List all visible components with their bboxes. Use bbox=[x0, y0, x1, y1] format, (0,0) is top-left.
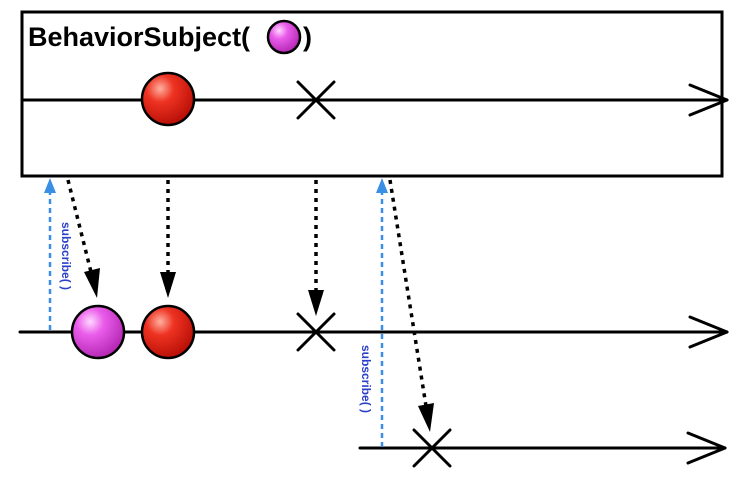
source-timeline bbox=[20, 83, 729, 117]
emit-arrow-red bbox=[160, 180, 176, 298]
subscribe-label-2: subscribe( ) bbox=[359, 345, 373, 413]
source-red-marble bbox=[140, 71, 196, 127]
source-complete-x bbox=[296, 80, 336, 120]
title-magenta-marble-icon bbox=[266, 19, 302, 55]
subject-title: BehaviorSubject( bbox=[28, 22, 250, 52]
subscribe-label-1: subscribe( ) bbox=[59, 222, 73, 290]
title-prefix: BehaviorSubject( bbox=[28, 22, 250, 52]
subscriber-1-red-marble bbox=[140, 304, 196, 360]
subscriber-1-magenta-marble bbox=[70, 304, 126, 360]
title-suffix: ) bbox=[303, 22, 312, 52]
subscribe-arrow-1 bbox=[44, 178, 56, 330]
subscriber-2-complete-x bbox=[412, 428, 452, 468]
subscribe-arrow-2 bbox=[376, 178, 388, 447]
subscriber-2-timeline bbox=[358, 431, 727, 465]
emit-arrow-complete-1 bbox=[308, 180, 324, 316]
subscriber-1-complete-x bbox=[296, 312, 336, 352]
subject-box bbox=[20, 10, 724, 178]
emit-arrow-complete-2 bbox=[388, 179, 434, 432]
emit-arrow-replay bbox=[66, 179, 100, 298]
subscriber-1-timeline bbox=[18, 315, 729, 349]
